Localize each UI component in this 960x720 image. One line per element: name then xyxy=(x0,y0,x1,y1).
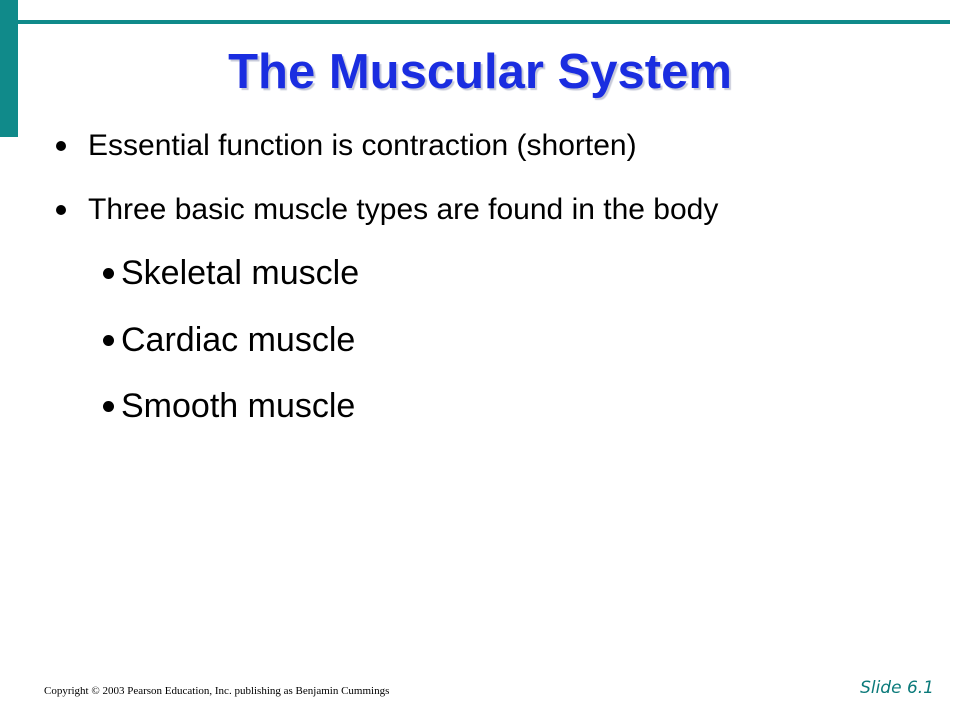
bullet-text: Essential function is contraction (short… xyxy=(88,129,637,162)
bullet-dot-icon xyxy=(56,141,66,151)
bullet-dot-icon xyxy=(56,205,66,215)
sub-bullet-text: Skeletal muscle xyxy=(121,253,360,292)
slide-title: The Muscular System xyxy=(228,45,732,99)
bullet-item: Three basic muscle types are found in th… xyxy=(52,190,718,230)
slide-number: Slide 6.1 xyxy=(860,678,934,698)
sub-bullet-item: Cardiac muscle xyxy=(100,318,355,362)
sub-bullet-item: Skeletal muscle xyxy=(100,251,359,295)
accent-bar-vertical xyxy=(0,0,18,137)
sub-bullet-item: Smooth muscle xyxy=(100,384,355,428)
bullet-dot-icon xyxy=(103,267,114,279)
accent-line-horizontal xyxy=(18,20,950,24)
sub-bullet-text: Smooth muscle xyxy=(121,386,356,425)
bullet-dot-icon xyxy=(103,400,114,412)
sub-bullet-text: Cardiac muscle xyxy=(121,320,356,359)
copyright-notice: Copyright © 2003 Pearson Education, Inc.… xyxy=(44,685,390,697)
bullet-item: Essential function is contraction (short… xyxy=(52,126,637,166)
bullet-dot-icon xyxy=(103,334,114,346)
bullet-text: Three basic muscle types are found in th… xyxy=(88,193,719,226)
